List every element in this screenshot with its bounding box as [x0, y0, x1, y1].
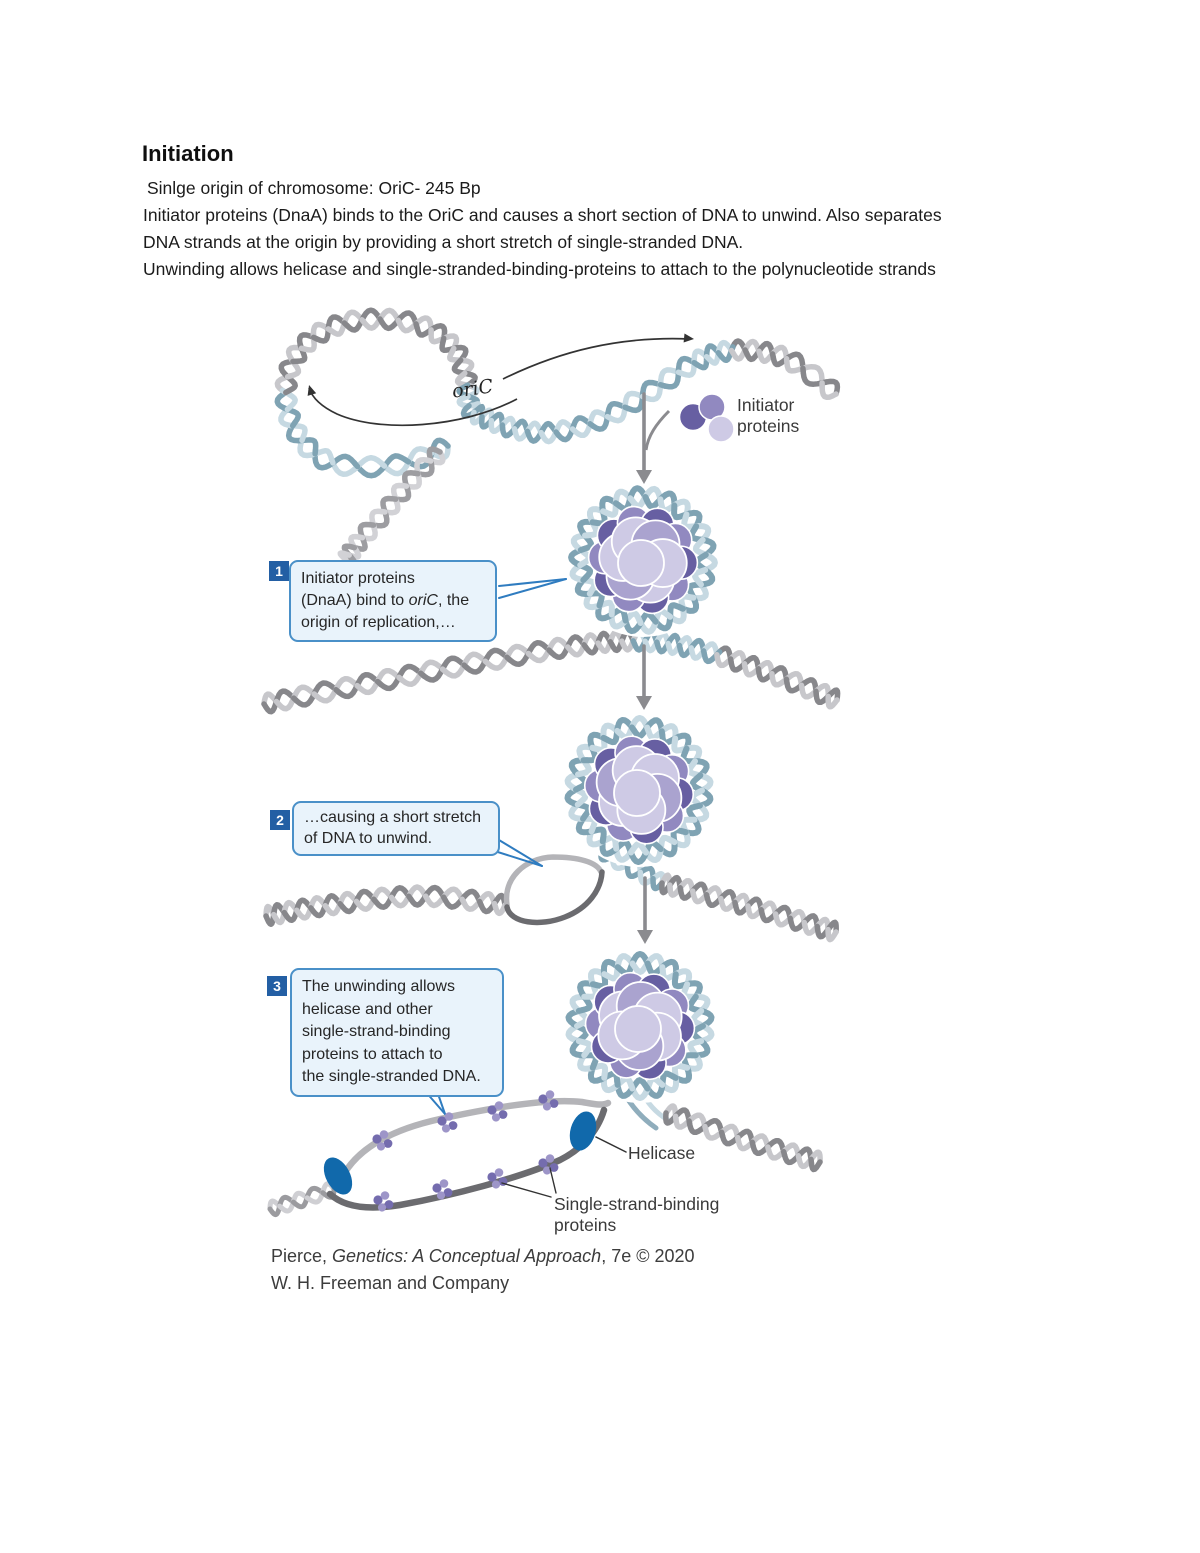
row3-left-tail: [290, 1193, 311, 1210]
ssb-protein: [379, 1130, 389, 1139]
dnaa-protein: [614, 1005, 662, 1053]
down-arrow-head: [637, 930, 653, 944]
ssb-protein: [441, 1124, 451, 1133]
oric-dna-ring: [627, 841, 650, 856]
row2-blue-tail: [624, 862, 645, 880]
intro-line-4: Unwinding allows helicase and single-str…: [143, 259, 936, 279]
row2-left-helix: [491, 900, 508, 917]
callout-1-line1: Initiator proteins: [301, 570, 415, 587]
ssb-protein: [377, 1203, 387, 1212]
intro-line-2: Initiator proteins (DnaA) binds to the O…: [143, 205, 942, 225]
ssb-protein: [372, 1134, 382, 1144]
ssb-protein: [436, 1191, 446, 1200]
callout-1: Initiator proteins (DnaA) bind to oriC, …: [289, 560, 497, 642]
helicase-label: Helicase: [628, 1143, 696, 1163]
row3-left-tail: [290, 1190, 311, 1205]
row3-left-tail: [304, 1188, 326, 1205]
ssb-protein: [549, 1099, 559, 1108]
initiator-proteins-label: Initiator proteins: [737, 395, 800, 436]
row3-right-helix: [808, 1156, 823, 1173]
callout-pointer: [498, 578, 567, 587]
ssb-protein: [380, 1191, 390, 1200]
callout-2: …causing a short stretch of DNA to unwin…: [292, 801, 500, 856]
dnaa-protein: [613, 769, 661, 817]
chromosome-helix: [819, 380, 839, 401]
callout-3-line4: proteins to attach to: [302, 1045, 443, 1063]
dna-tail-helix: [337, 550, 352, 563]
callout-2-line1: …causing a short stretch: [304, 809, 481, 826]
dnaa-protein: [617, 539, 665, 587]
row1-dna-helix: [825, 693, 840, 710]
replication-bubble-bottom: [326, 1106, 608, 1211]
ssb-pointer: [549, 1167, 557, 1194]
ssb-protein: [494, 1168, 504, 1177]
figure-citation-line1: Pierce, Genetics: A Conceptual Approach,…: [271, 1246, 695, 1266]
ssb-protein: [448, 1121, 458, 1130]
unwound-bubble-bottom: [504, 869, 605, 926]
ssb-protein: [494, 1101, 504, 1110]
ssb-protein: [437, 1116, 447, 1126]
ssb-protein: [542, 1102, 552, 1111]
ssb-protein: [373, 1195, 383, 1205]
page-title: Initiation: [142, 141, 234, 166]
ssb-label: Single-strand-binding proteins: [554, 1194, 720, 1235]
ssb-protein: [439, 1179, 449, 1188]
down-arrow-head: [636, 470, 652, 484]
ssb-protein: [376, 1142, 386, 1151]
oric-dna-ring: [691, 566, 709, 588]
callout-pointer: [493, 836, 543, 867]
row3-left-tail: [267, 1202, 283, 1218]
callout-3-line5: the single-stranded DNA.: [302, 1068, 481, 1085]
callout-3-line2: helicase and other: [302, 1000, 433, 1018]
ssb-protein: [545, 1090, 555, 1099]
figure-citation-line2: W. H. Freeman and Company: [271, 1273, 510, 1293]
ssb-protein: [383, 1139, 393, 1148]
initiator-protein-circle: [707, 415, 735, 443]
ssb-protein: [487, 1105, 497, 1115]
callout-3-line3: single-strand-binding: [302, 1023, 451, 1040]
ssb-protein: [538, 1158, 548, 1168]
ssb-protein: [432, 1183, 442, 1193]
oric-loop-arrow: [308, 387, 518, 427]
ssb-protein: [538, 1094, 548, 1104]
ssb-pointer: [501, 1182, 552, 1198]
ssb-protein: [443, 1188, 453, 1197]
row2-right-helix: [825, 926, 839, 943]
ssb-protein: [542, 1166, 552, 1175]
intro-line-3: DNA strands at the origin by providing a…: [143, 232, 744, 252]
oric-dna-ring: [575, 1038, 593, 1059]
oric-span-arrow: [502, 337, 691, 380]
ssb-protein: [549, 1163, 559, 1172]
row3-left-tail: [277, 1194, 297, 1209]
helicase-left: [323, 1157, 353, 1195]
helicase-pointer: [595, 1136, 627, 1153]
intro-line-1: Sinlge origin of chromosome: OriC- 245 B…: [147, 178, 481, 198]
callout-3: The unwinding allows helicase and other …: [290, 968, 504, 1097]
callout-2-line2: of DNA to unwind.: [304, 830, 433, 847]
ssb-protein: [545, 1154, 555, 1163]
callout-1-line2: (DnaA) bind to oriC, the: [301, 592, 470, 609]
ssb-protein: [498, 1110, 508, 1119]
row3-left-tail: [304, 1185, 327, 1201]
ssb-protein: [487, 1172, 497, 1182]
initiator-connector: [644, 409, 671, 451]
ssb-protein: [491, 1180, 501, 1189]
callout-1-number: 1: [269, 561, 289, 581]
row3-left-tail: [277, 1198, 297, 1214]
helicase-right: [569, 1111, 597, 1151]
arrowhead: [683, 333, 694, 343]
down-arrow-head: [636, 696, 652, 710]
unwound-bubble-top: [503, 854, 604, 908]
ssb-protein: [444, 1112, 454, 1121]
callout-2-number: 2: [270, 810, 290, 830]
ssb-protein: [491, 1113, 501, 1122]
arrowhead: [307, 385, 317, 396]
callout-3-line1: The unwinding allows: [302, 978, 455, 995]
ssb-protein: [384, 1200, 394, 1209]
callout-3-number: 3: [267, 976, 287, 996]
callout-pointer: [498, 578, 567, 599]
callout-1-line3: origin of replication,…: [301, 614, 456, 631]
